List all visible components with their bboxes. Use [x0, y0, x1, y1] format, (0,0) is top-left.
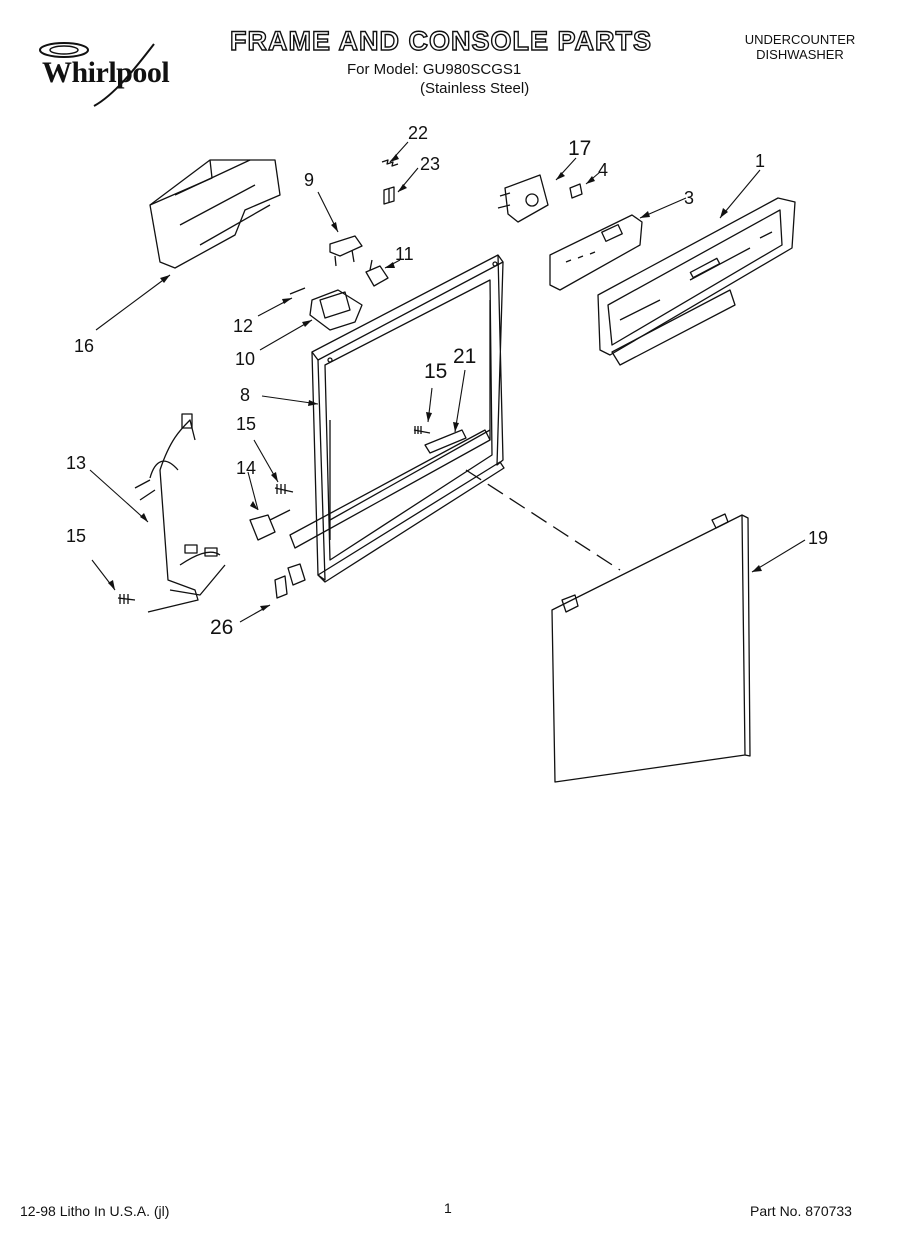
callout-19: 19	[808, 528, 828, 548]
callout-21: 21	[453, 345, 476, 368]
product-type: UNDERCOUNTER DISHWASHER	[735, 32, 865, 62]
callout-9: 9	[304, 170, 314, 190]
part-4-clip	[569, 183, 583, 199]
callout-14: 14	[236, 458, 256, 478]
callout-23: 23	[420, 154, 440, 174]
product-type-line-2: DISHWASHER	[756, 47, 844, 62]
part-12-pin	[289, 287, 306, 295]
part-14-switch	[249, 509, 291, 541]
part-21-strip	[424, 429, 467, 454]
part-17-control	[497, 174, 549, 223]
callout-12: 12	[233, 316, 253, 336]
part-3-control-panel	[549, 214, 643, 291]
part-23-clip	[383, 186, 395, 205]
callout-26: 26	[210, 616, 233, 639]
part-13-wire-harness	[134, 413, 226, 613]
part-22-spring	[381, 159, 399, 167]
part-9-latch	[329, 235, 363, 267]
part-number: Part No. 870733	[750, 1203, 852, 1219]
callout-15-middle: 15	[236, 414, 256, 434]
part-15-screw-left	[117, 594, 136, 604]
footer-print-info: 12-98 Litho In U.S.A. (jl)	[20, 1203, 170, 1219]
part-15-screw-frame	[413, 426, 431, 434]
callout-10: 10	[235, 349, 255, 369]
callout-16: 16	[74, 336, 94, 356]
part-10-latch-housing	[309, 289, 363, 331]
model-finish: (Stainless Steel)	[420, 80, 530, 97]
callout-22: 22	[408, 123, 428, 143]
callout-4: 4	[598, 160, 608, 180]
product-type-line-1: UNDERCOUNTER	[744, 32, 856, 47]
part-19-door-panel	[551, 513, 751, 783]
callout-3: 3	[684, 188, 694, 208]
whirlpool-logo: Whirlpool	[34, 40, 184, 112]
model-number: For Model: GU980SCGS1	[347, 61, 522, 78]
leader-arrowheads	[108, 154, 762, 611]
logo-swirl-icon	[39, 42, 155, 107]
callout-15-frame: 15	[424, 360, 447, 383]
part-16-cover	[149, 159, 281, 269]
page-title: FRAME AND CONSOLE PARTS	[229, 25, 653, 56]
part-11-switch	[365, 259, 389, 287]
part-8-door-frame	[289, 254, 505, 583]
part-26-hinge	[274, 563, 306, 599]
alignment-dashed-line	[465, 469, 621, 571]
page-number: 1	[444, 1200, 452, 1216]
callout-17: 17	[568, 137, 591, 160]
brand-name: Whirlpool	[42, 56, 170, 89]
callout-1: 1	[755, 151, 765, 171]
part-1-console	[597, 197, 796, 366]
callout-11: 11	[395, 244, 414, 264]
callout-15-left: 15	[66, 526, 86, 546]
callout-13: 13	[66, 453, 86, 473]
part-15-screw-middle	[274, 484, 294, 494]
callout-8: 8	[240, 385, 250, 405]
